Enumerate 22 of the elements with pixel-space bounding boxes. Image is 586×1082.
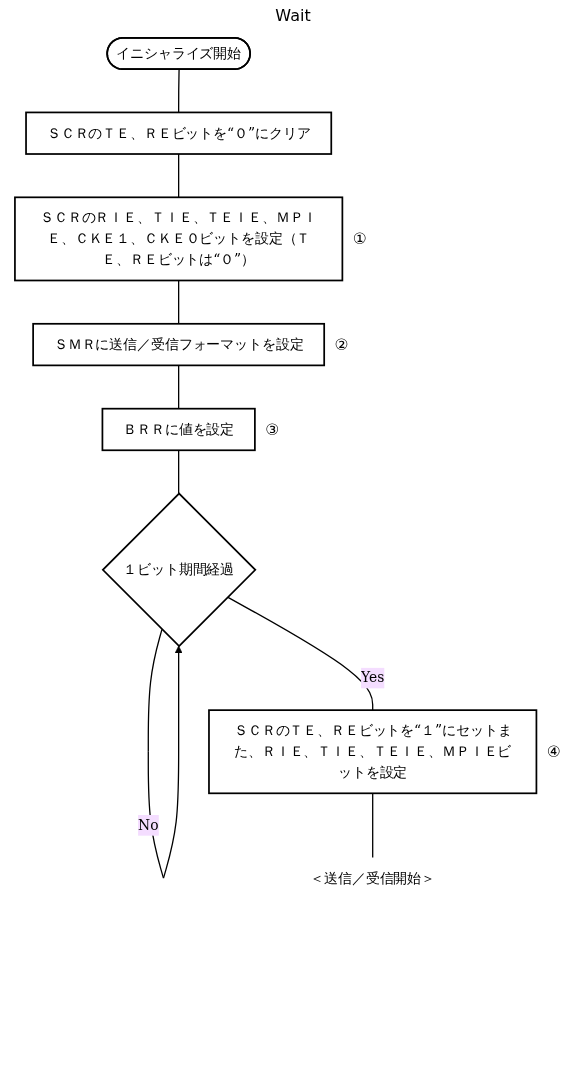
- node-text: ＜送信／受信開始＞: [310, 869, 436, 886]
- note-text: Wait: [275, 6, 311, 25]
- step-number: ①: [352, 230, 367, 249]
- connector: [178, 364, 180, 410]
- node-box: ＳＣＲのＴＥ、ＲＥビットを“１”にセットまた、ＲＩＥ、ＴＩＥ、ＴＥＩＥ、ＭＰＩＥビットを設定: [208, 709, 538, 795]
- node-diamond: １ビット期間経過: [101, 492, 257, 648]
- edge-label: Yes: [361, 669, 385, 686]
- connector: [178, 68, 180, 114]
- node-box: ＳＭＲに送信／受信フォーマットを設定: [32, 322, 326, 367]
- connector: [226, 596, 374, 711]
- connector: [372, 792, 374, 859]
- node-box: ＳＣＲのＲＩＥ、ＴＩＥ、ＴＥＩＥ、ＭＰＩＥ、ＣＫＥ１、ＣＫＥ０ビットを設定（ＴＥ、ＲＥビットは“０”）: [14, 196, 344, 282]
- step-number: ④: [546, 742, 561, 761]
- step-number: ②: [334, 335, 349, 354]
- arrow: [147, 628, 183, 879]
- node-box: ＢＲＲに値を設定: [101, 407, 256, 452]
- edge-label: No: [138, 816, 159, 834]
- connector: [178, 153, 180, 198]
- connector: [178, 279, 180, 325]
- connector: [178, 449, 180, 495]
- step-number: ③: [265, 420, 280, 439]
- node-box: ＳＣＲのＴＥ、ＲＥビットを“０”にクリア: [25, 111, 333, 155]
